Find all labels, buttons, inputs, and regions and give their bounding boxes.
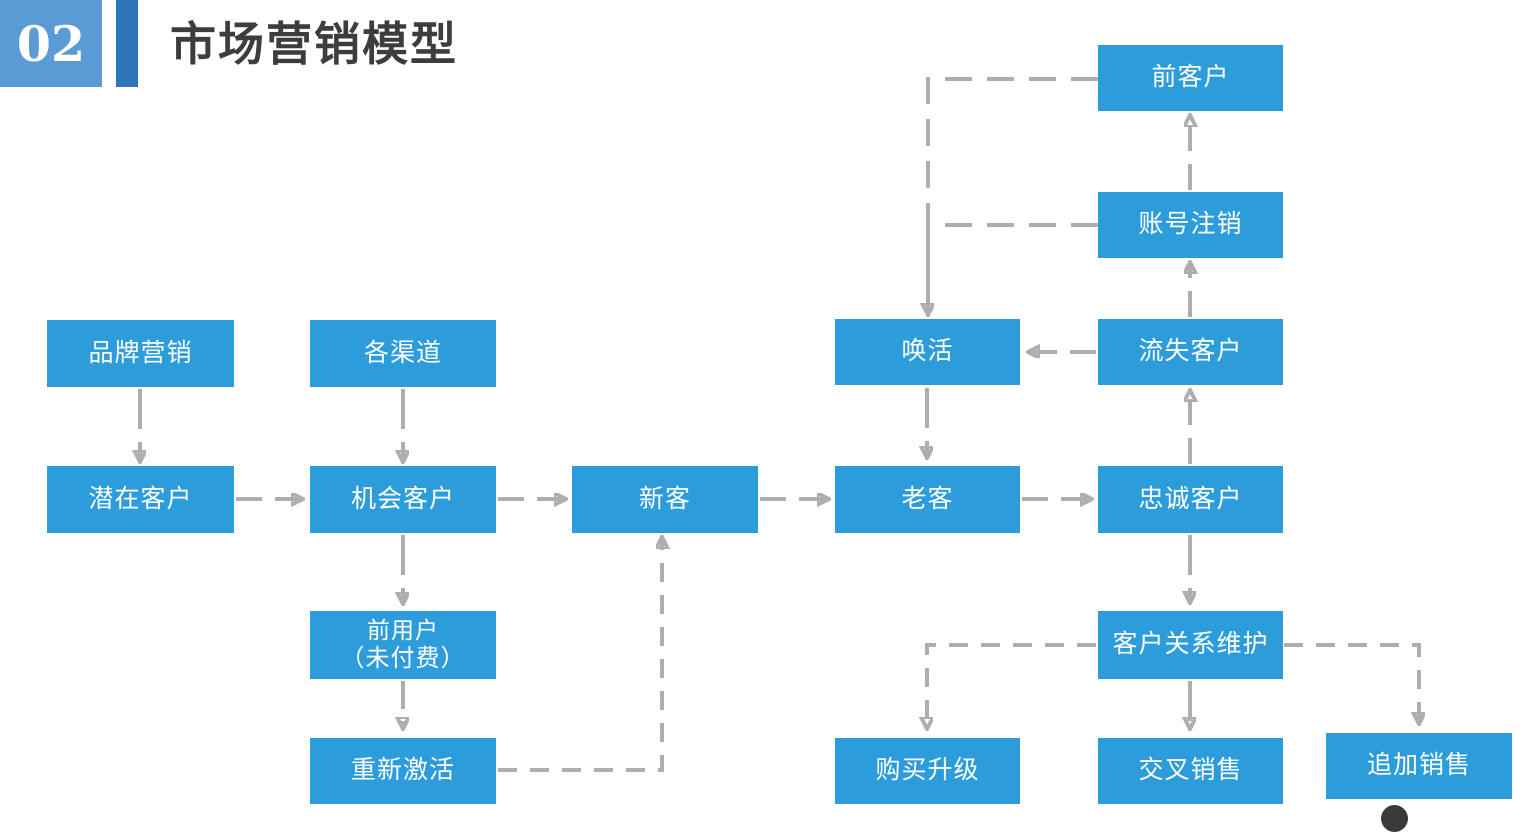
edge-crm-to-upsell (1284, 643, 1419, 722)
section-number-badge: 02 (0, 0, 102, 87)
node-former-user-unpaid: 前用户 （未付费） (310, 611, 496, 679)
node-churned-customers: 流失客户 (1098, 319, 1283, 385)
page-title: 市场营销模型 (170, 18, 458, 70)
node-old-customers: 老客 (835, 466, 1020, 533)
node-former-user-line1: 前用户 (367, 616, 439, 643)
edge-ex-customer-to-wake (926, 77, 1098, 224)
edge-crm-to-buy-upgrade (927, 643, 1096, 727)
node-former-user-line2: （未付费） (340, 645, 466, 673)
node-opportunity-customers: 机会客户 (310, 466, 496, 533)
node-account-cancellation: 账号注销 (1098, 192, 1283, 258)
node-cross-sell: 交叉销售 (1098, 738, 1283, 804)
node-customer-relationship-maintenance: 客户关系维护 (1098, 611, 1283, 679)
node-ex-customers: 前客户 (1098, 45, 1283, 111)
node-brand-marketing: 品牌营销 (47, 320, 234, 387)
node-purchase-upgrade: 购买升级 (835, 738, 1020, 804)
node-reactivate: 重新激活 (310, 738, 496, 804)
edge-reactivate-to-new (498, 539, 662, 772)
node-loyal-customers: 忠诚客户 (1098, 466, 1283, 533)
bottom-partial-circle-decor (1381, 805, 1408, 832)
flow-connectors (0, 77, 1526, 772)
node-upsell: 追加销售 (1326, 733, 1512, 799)
node-wake-up: 唤活 (835, 319, 1020, 385)
node-potential-customers: 潜在客户 (47, 466, 234, 533)
node-channels: 各渠道 (310, 320, 496, 387)
node-new-customers: 新客 (572, 466, 758, 533)
title-accent-bar (116, 0, 138, 87)
